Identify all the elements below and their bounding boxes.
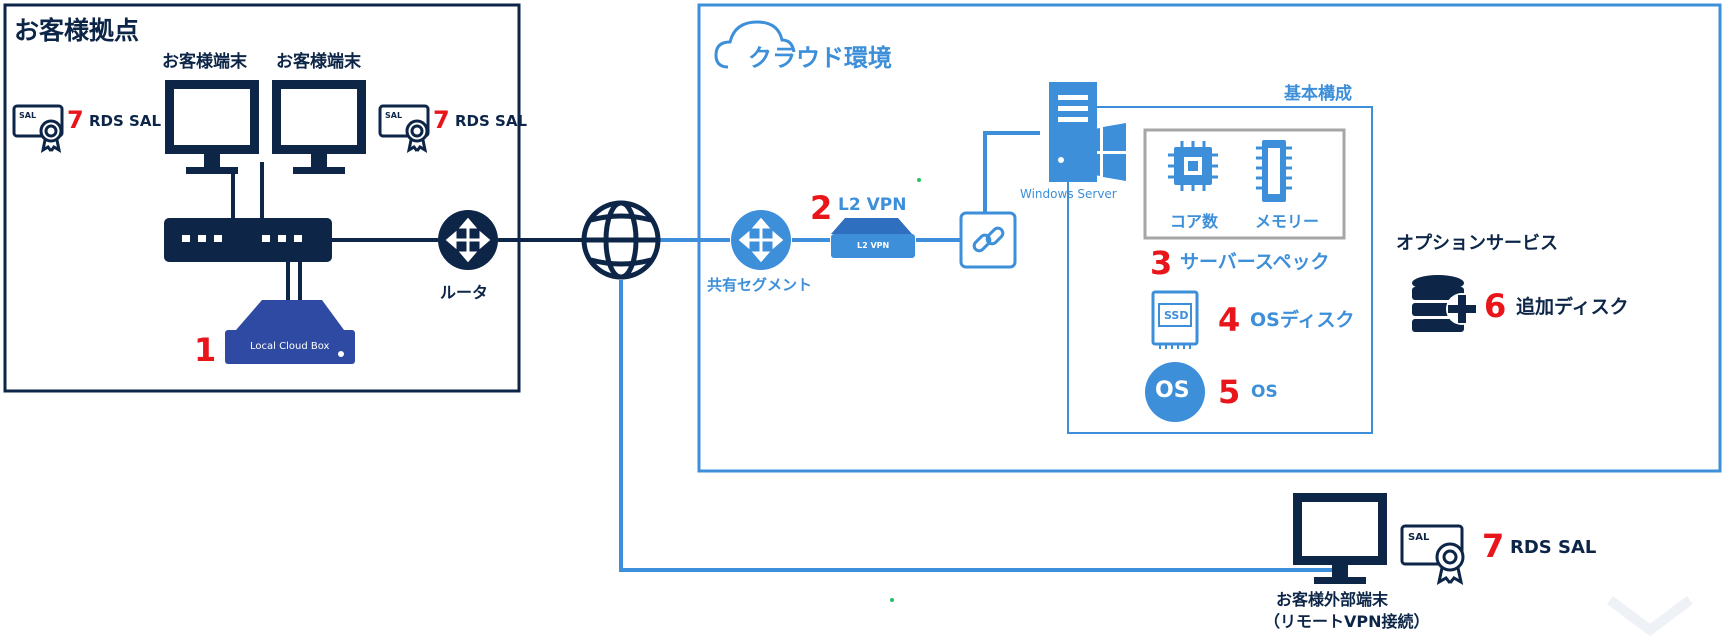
windows-logo-icon bbox=[1076, 123, 1126, 181]
sal-number-3: 7 bbox=[1482, 527, 1505, 565]
customer-terminal-2-label: お客様端末 bbox=[276, 52, 361, 72]
local-cloud-box-text: Local Cloud Box bbox=[250, 341, 330, 352]
core-count-label: コア数 bbox=[1170, 212, 1219, 231]
sal-badge-text-2: SAL bbox=[385, 111, 403, 120]
watermark-chevron bbox=[1607, 596, 1693, 637]
sal-certificate-icon-1 bbox=[12, 104, 64, 154]
router-icon bbox=[438, 210, 498, 270]
stray-dot-2 bbox=[890, 598, 894, 602]
cpu-core-icon bbox=[1168, 141, 1218, 191]
site-links bbox=[231, 162, 582, 305]
server-spec-label: サーバースペック bbox=[1180, 251, 1330, 273]
os-icon bbox=[1145, 362, 1205, 422]
vpn-link-connector-icon bbox=[959, 211, 1017, 269]
server-spec-number: 3 bbox=[1150, 244, 1173, 282]
sal-certificate-icon-3 bbox=[1400, 524, 1465, 585]
base-config-title: 基本構成 bbox=[1284, 84, 1352, 104]
os-disk-label: OSディスク bbox=[1250, 309, 1355, 331]
link-connector-server bbox=[983, 131, 1040, 212]
switch-icon bbox=[164, 218, 332, 262]
local-cloud-box-number: 1 bbox=[194, 331, 217, 369]
sal-badge-text-1: SAL bbox=[19, 111, 37, 120]
memory-label: メモリー bbox=[1255, 212, 1320, 231]
customer-terminal-1-label: お客様端末 bbox=[162, 52, 247, 72]
sal-number-1: 7 bbox=[67, 106, 84, 134]
cloud-links bbox=[619, 131, 1342, 572]
ssd-icon bbox=[1151, 290, 1199, 349]
customer-site-frame bbox=[3, 3, 521, 393]
os-icon-text: OS bbox=[1155, 378, 1190, 403]
additional-disk-label: 追加ディスク bbox=[1516, 296, 1629, 318]
l2-vpn-label: L2 VPN bbox=[838, 195, 907, 215]
customer-terminal-1-icon bbox=[165, 80, 259, 174]
remote-terminal-sublabel: （リモートVPN接続） bbox=[1264, 612, 1430, 631]
windows-server-label: Windows Server bbox=[1020, 187, 1117, 201]
memory-icon bbox=[1256, 140, 1292, 202]
internet-globe-icon bbox=[581, 200, 661, 280]
sal-label-1: RDS SAL bbox=[89, 112, 161, 130]
router-label: ルータ bbox=[440, 283, 489, 302]
os-disk-number: 4 bbox=[1218, 301, 1241, 339]
cloud-outline-icon bbox=[714, 20, 796, 69]
cpu-memory-frame bbox=[1143, 128, 1346, 240]
sal-label-2: RDS SAL bbox=[455, 112, 527, 130]
os-number: 5 bbox=[1218, 373, 1241, 411]
cloud-environment-title: クラウド環境 bbox=[748, 44, 892, 72]
additional-disk-icon bbox=[1412, 275, 1478, 332]
shared-segment-icon bbox=[731, 210, 791, 270]
local-cloud-box-icon bbox=[225, 300, 355, 364]
remote-terminal-label: お客様外部端末 bbox=[1276, 590, 1389, 609]
customer-site-title: お客様拠点 bbox=[14, 16, 140, 45]
ssd-text: SSD bbox=[1164, 309, 1189, 322]
sal-label-3: RDS SAL bbox=[1510, 537, 1597, 558]
l2-vpn-number: 2 bbox=[810, 189, 833, 227]
additional-disk-number: 6 bbox=[1484, 287, 1507, 325]
sal-certificate-icon-2 bbox=[378, 104, 430, 154]
customer-terminal-2-icon bbox=[272, 80, 366, 174]
stray-dot-1 bbox=[917, 178, 921, 182]
base-config-frame bbox=[1067, 106, 1373, 434]
os-label: OS bbox=[1251, 382, 1278, 402]
shared-segment-label: 共有セグメント bbox=[707, 276, 813, 294]
sal-badge-text-3: SAL bbox=[1408, 532, 1430, 543]
option-service-title: オプションサービス bbox=[1396, 233, 1558, 254]
l2-vpn-device-text: L2 VPN bbox=[857, 241, 890, 250]
sal-number-2: 7 bbox=[433, 106, 450, 134]
l2-vpn-device-icon bbox=[831, 218, 915, 258]
remote-terminal-icon bbox=[1293, 493, 1387, 584]
